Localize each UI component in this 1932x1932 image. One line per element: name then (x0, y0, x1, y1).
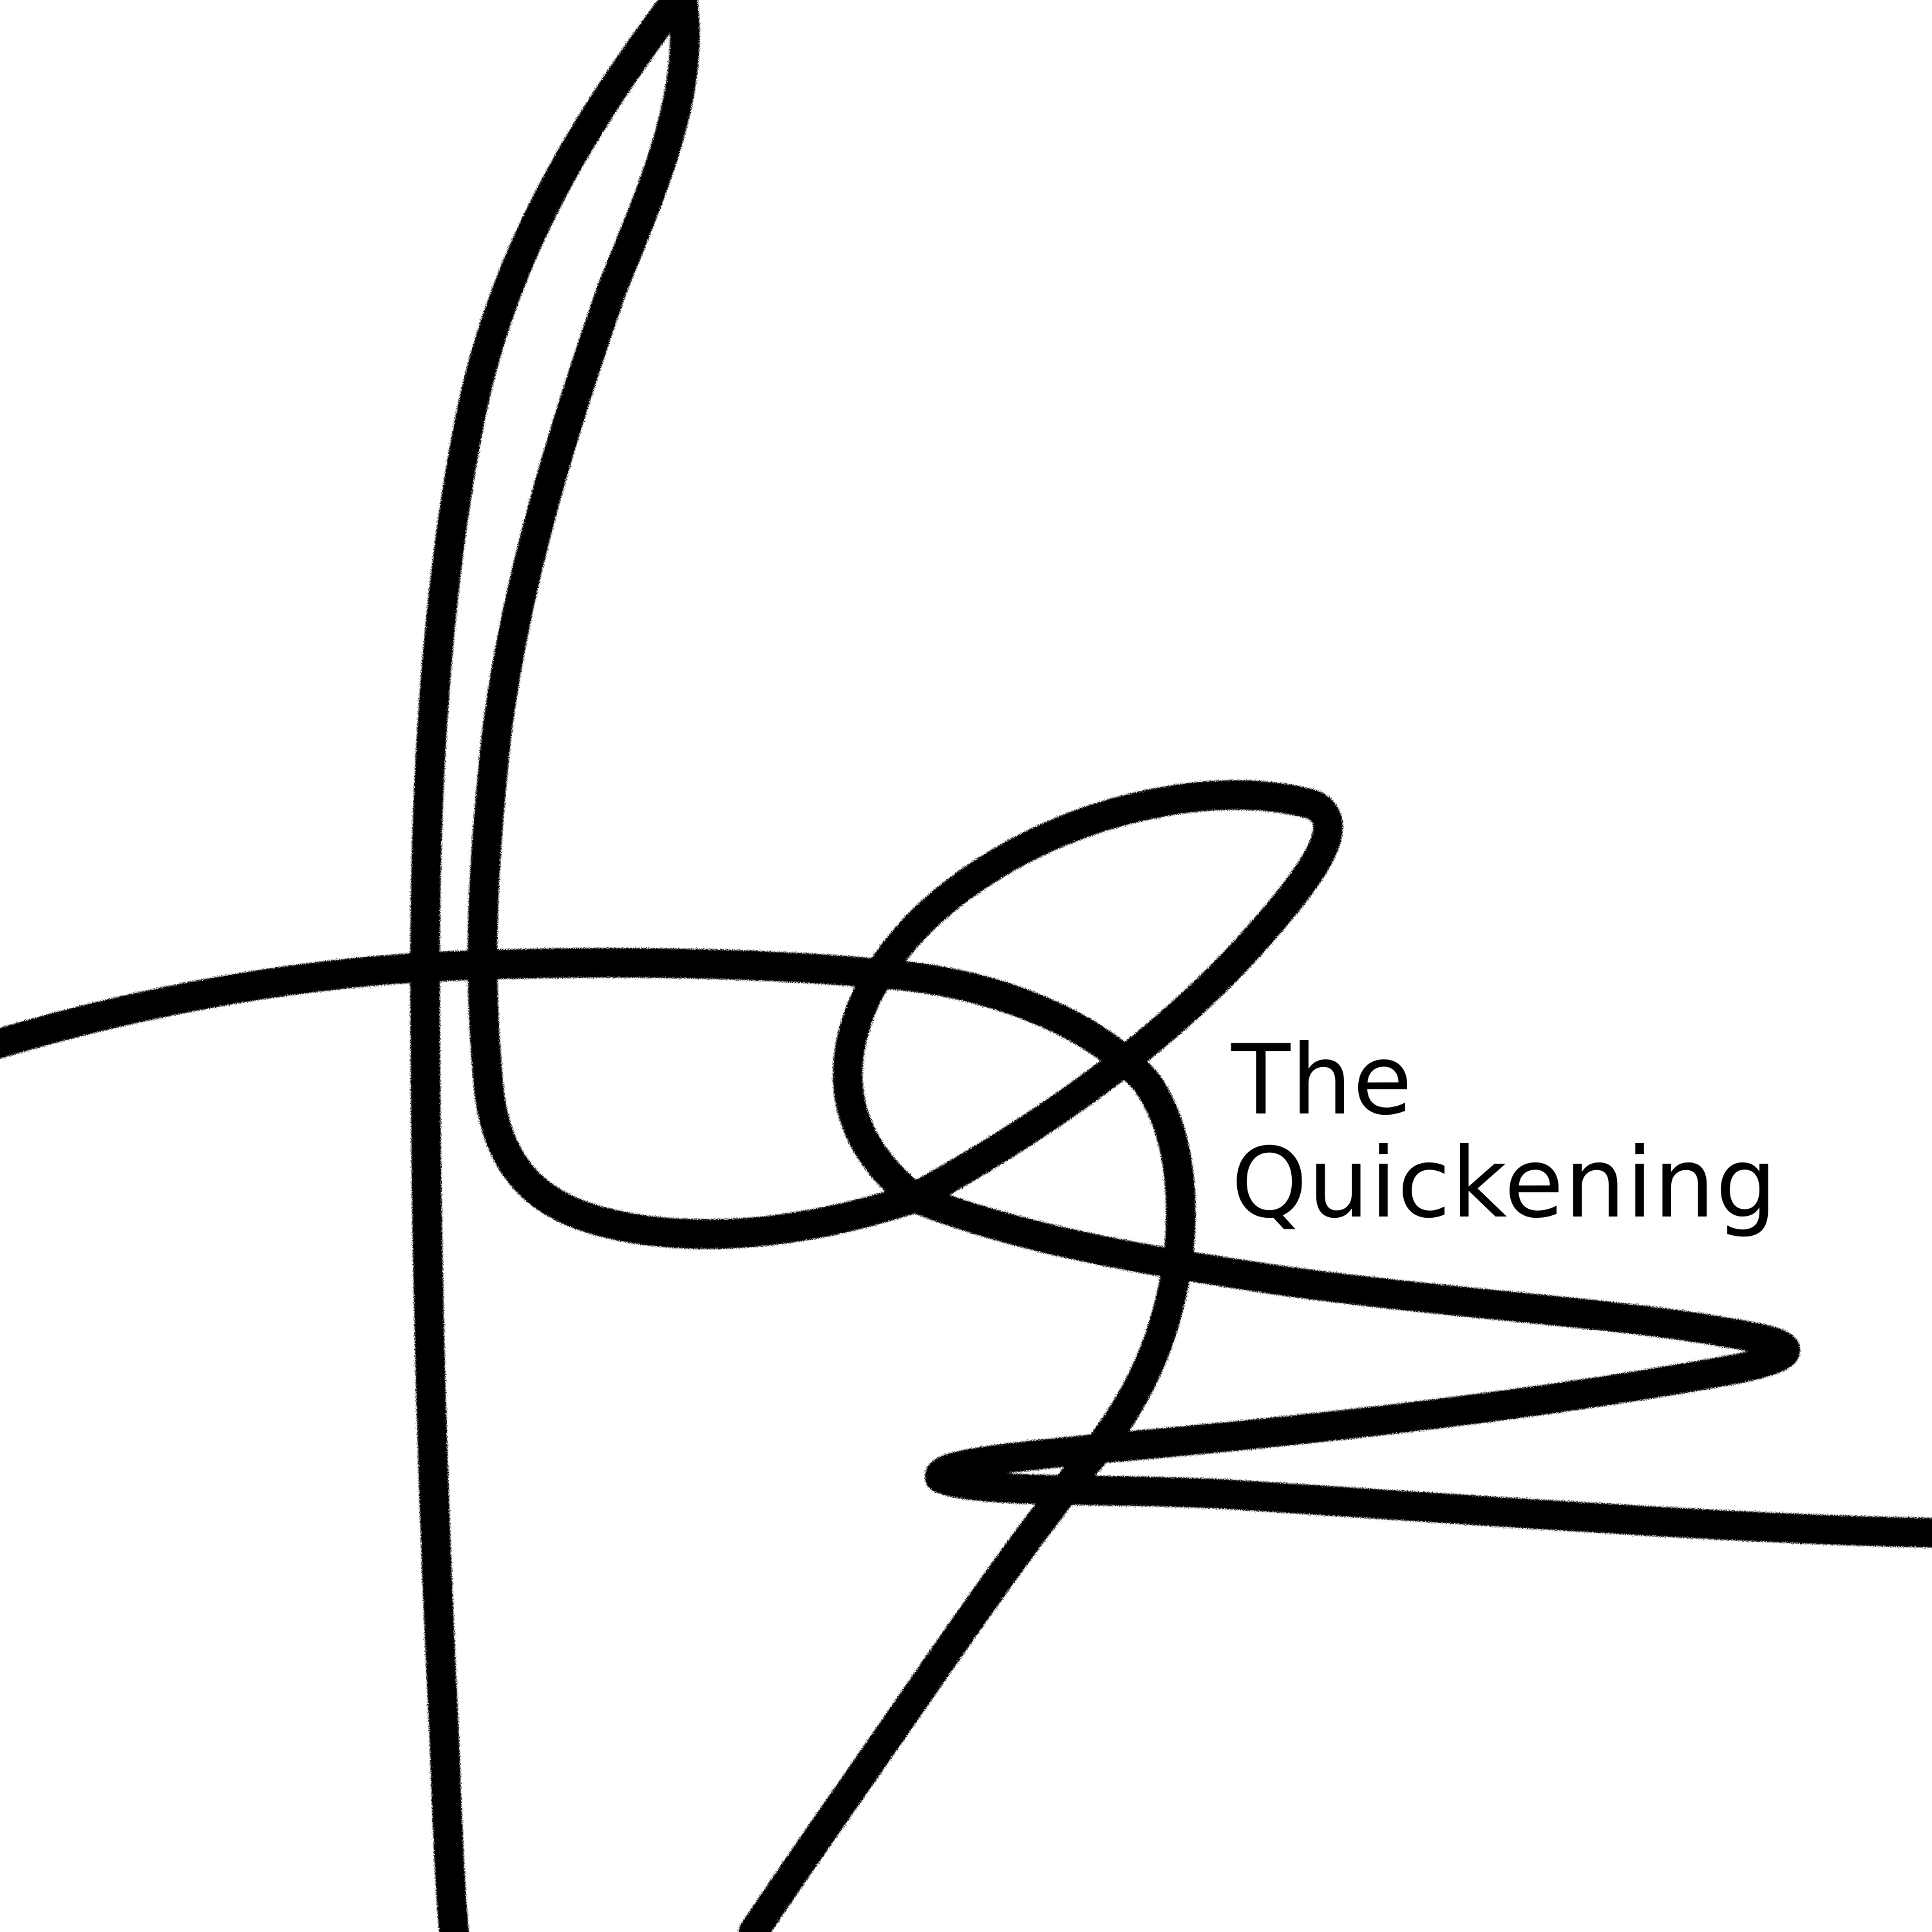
scribble-upper-loop (833, 780, 1343, 1213)
scribble-left-vertical (410, 0, 691, 1932)
title-line-the: The (1231, 1025, 1413, 1137)
cover-title: The Quickening (1231, 1029, 1777, 1235)
scribble-inner-vertical (468, 0, 929, 1249)
scribble-horizontal-top (0, 948, 1161, 1097)
scribble-bottom-horizontal (925, 1463, 1932, 1548)
scribble-lower-descender (739, 1454, 1097, 1932)
title-line-quickening: Quickening (1231, 1128, 1778, 1240)
scribble-diagonal-right (900, 1183, 1801, 1493)
